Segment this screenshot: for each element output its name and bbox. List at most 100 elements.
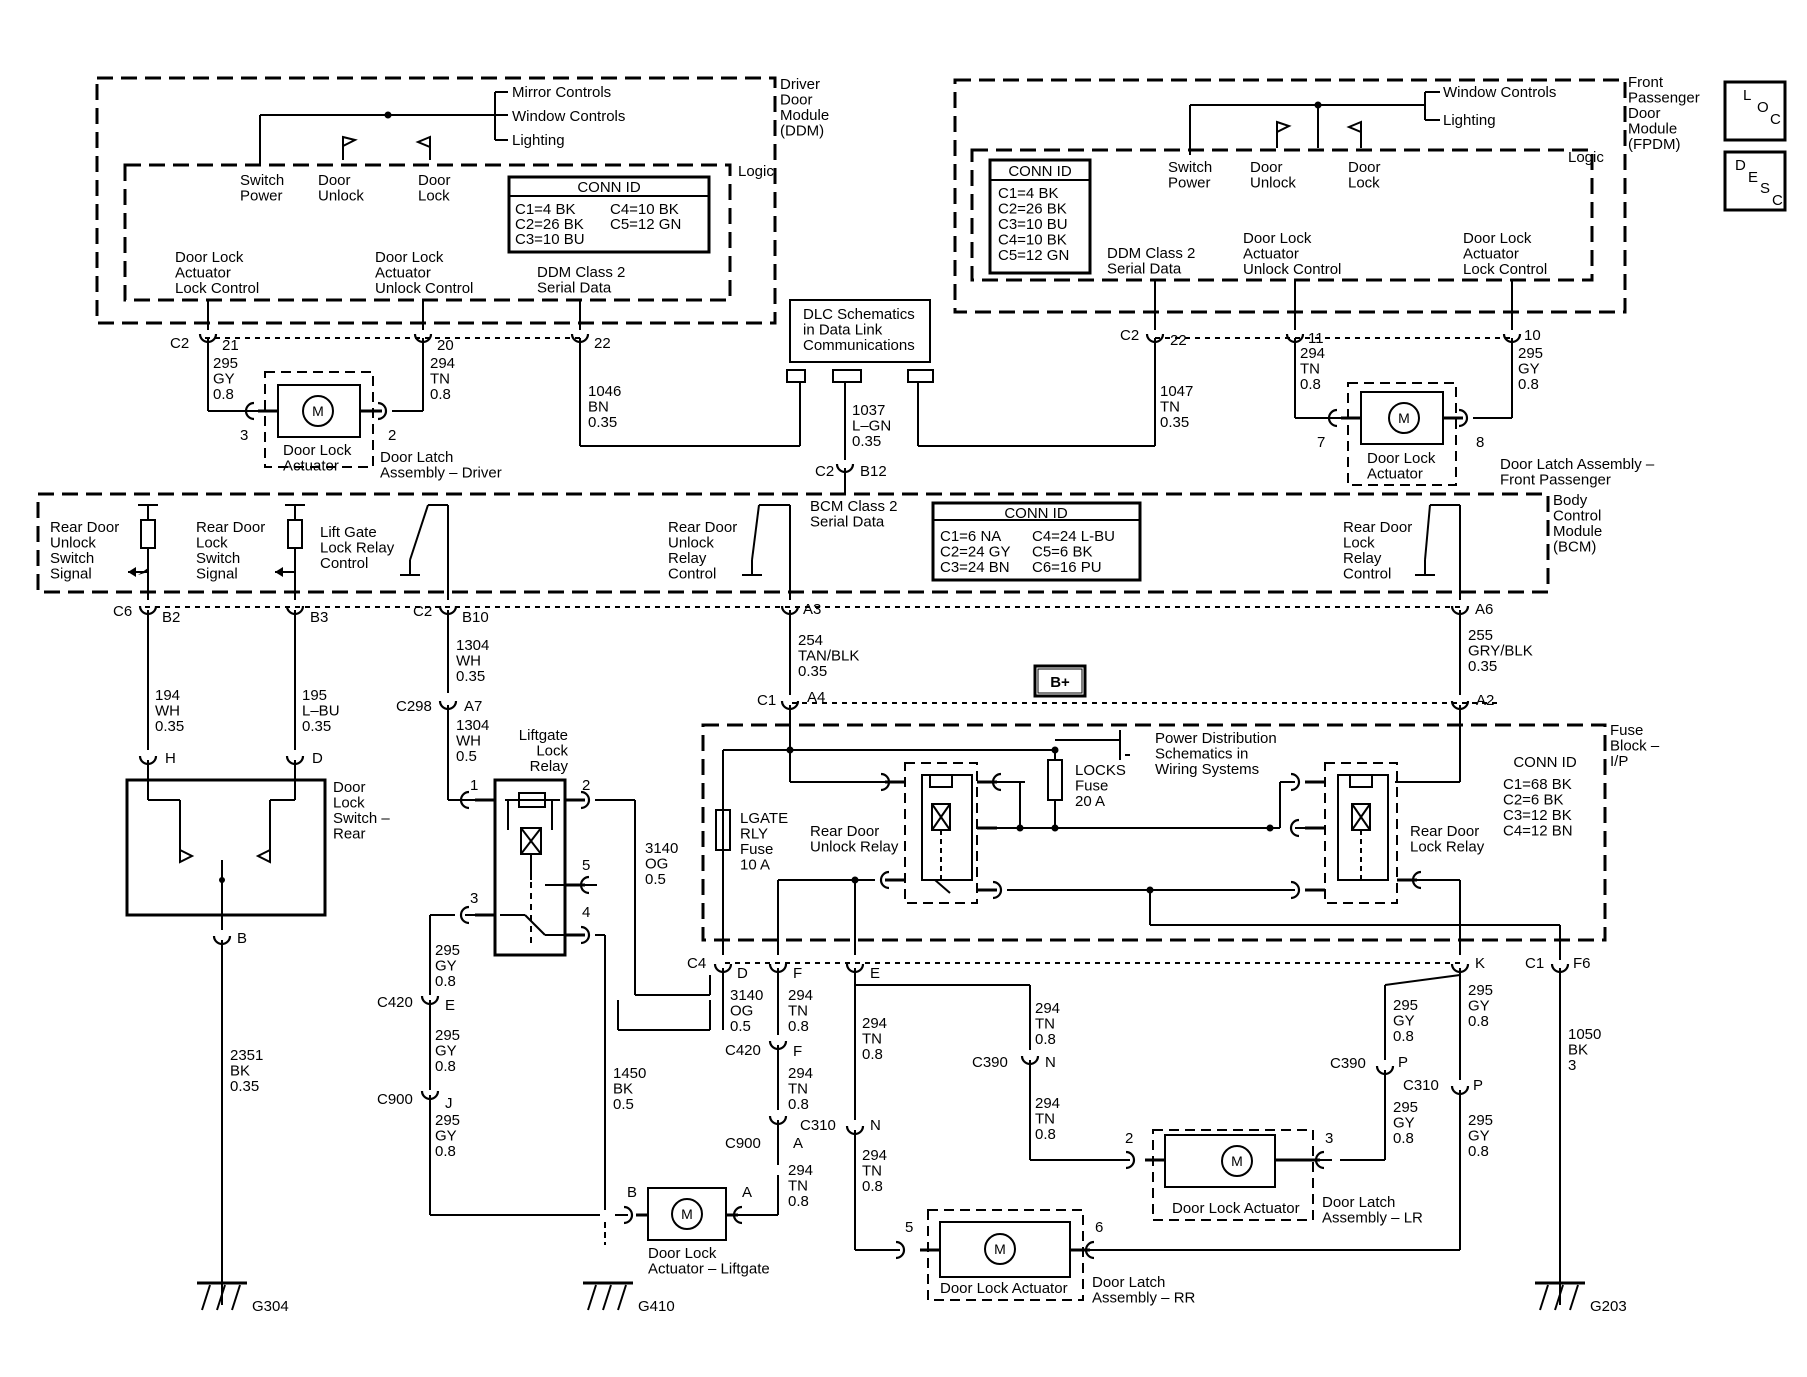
desc-box[interactable] [1723, 150, 1787, 212]
wires-w295f-line-0: 295 [1393, 997, 1418, 1014]
modules-ddm-unlock_ctrl-line-1: Actuator [375, 265, 431, 282]
modules-fpdm-conn_rows-line-0: C1=4 BK [998, 185, 1058, 202]
wires-w294g-line-0: 294 [862, 1147, 887, 1164]
conn-id-row: C2=24 GY [940, 544, 1010, 561]
components-fp_latch-line-0: Door Latch Assembly – [1500, 456, 1655, 473]
components-fp_actuator-line-0: Door Lock [1367, 450, 1436, 467]
desc-D: D [1735, 157, 1746, 174]
pins-c900_a-0: C900 [725, 1135, 761, 1152]
connector-cup [991, 772, 1002, 792]
modules-ddm-title-line-1: Door [780, 92, 813, 109]
modules-ddm-title-line-3: (DDM) [780, 123, 824, 140]
pins-c4_d-1: D [737, 965, 748, 982]
pins-c298_a7-0: C298 [396, 698, 432, 715]
wires-w295i-line-0: 295 [1468, 1112, 1493, 1129]
modules-fpdm-title-line-1: Passenger [1628, 90, 1700, 107]
components-liftgate_actuator-line-1: Actuator – Liftgate [648, 1261, 770, 1278]
liftgate-actuator-group [615, 975, 779, 1241]
wires-w295i-line-2: 0.8 [1468, 1143, 1489, 1160]
loc-L: L [1743, 87, 1751, 104]
wires-w294h-line-1: TN [1035, 1111, 1055, 1128]
driver-actuator-group [207, 345, 424, 468]
pins-a3: A3 [803, 601, 821, 618]
connector-cup [1327, 408, 1338, 428]
wires-w1050-line-2: 3 [1568, 1057, 1576, 1074]
wires-w295b-line-2: 0.8 [1518, 376, 1539, 393]
pins-c420_f-1: F [793, 1043, 802, 1060]
wires-w295c-line-2: 0.8 [435, 973, 456, 990]
pins-a2: A2 [1476, 692, 1494, 709]
pins-b3: B3 [310, 609, 328, 626]
connector-cup [1290, 772, 1301, 792]
wires-w295g-line-1: GY [1393, 1115, 1415, 1132]
pins-lr2: 2 [582, 777, 590, 794]
components-door_lock_switch-line-1: Lock [333, 795, 365, 812]
modules-fpdm-conn_title: CONN ID [1008, 163, 1072, 180]
conn-id-row: C6=16 PU [1032, 559, 1102, 576]
pins-lr_2: 2 [1125, 1130, 1133, 1147]
components-fp_latch-line-1: Front Passenger [1500, 472, 1611, 489]
fpdm-module-box [953, 78, 1627, 314]
pins-lr3: 3 [470, 890, 478, 907]
pins-e: E [870, 965, 880, 982]
components-rr_latch-line-0: Door Latch [1092, 1274, 1165, 1291]
modules-bcm-rdl_relay-line-3: Control [1343, 566, 1391, 583]
modules-bcm-rdl_relay-line-2: Relay [1343, 550, 1382, 567]
modules-fuse_block-rdu_relay-line-0: Rear Door [810, 823, 879, 840]
wires-w294e-line-2: 0.8 [788, 1193, 809, 1210]
modules-bcm-rdl_switch-line-0: Rear Door [196, 519, 265, 536]
pins-p20: 20 [437, 337, 454, 354]
modules-bcm-rdu_switch-line-1: Unlock [50, 535, 96, 552]
wires-w1050-line-0: 1050 [1568, 1026, 1601, 1043]
wires-w295h-line-2: 0.8 [1468, 1013, 1489, 1030]
loc-box[interactable] [1723, 80, 1787, 142]
modules-fuse_block-conn_rows-line-3: C4=12 BN [1503, 823, 1573, 840]
wires-w294g-line-2: 0.8 [862, 1178, 883, 1195]
pins-c390_n-0: C390 [972, 1054, 1008, 1071]
pins-rr5: 5 [905, 1219, 913, 1236]
pins-p8: 8 [1476, 434, 1484, 451]
connector-cup [244, 401, 255, 421]
wires-w3140b-line-1: OG [730, 1003, 753, 1020]
modules-fuse_block-title-line-0: Fuse [1610, 722, 1643, 739]
wires-w1046-line-2: 0.35 [588, 414, 617, 431]
modules-ddm-lock_ctrl-line-1: Actuator [175, 265, 231, 282]
modules-ddm-serial-line-0: DDM Class 2 [537, 264, 625, 281]
modules-fpdm-door_unlock-line-1: Unlock [1250, 175, 1296, 192]
wires-w2351-line-1: BK [230, 1063, 250, 1080]
modules-bcm-liftgate_relay-line-0: Lift Gate [320, 524, 377, 541]
modules-fpdm-lock_ctrl-line-1: Actuator [1463, 246, 1519, 263]
desc-E: E [1748, 169, 1758, 186]
wires-w254-line-2: 0.35 [798, 663, 827, 680]
components-drv_actuator-line-1: Actuator [283, 458, 339, 475]
components-door_lock_switch-line-0: Door [333, 779, 366, 796]
conn-id-row: C1=4 BK [515, 201, 575, 218]
bplus: B+ [1050, 674, 1070, 691]
pins-c310_n-0: C310 [800, 1117, 836, 1134]
bplus-inner [1037, 668, 1083, 694]
pins-rr6: 6 [1095, 1219, 1103, 1236]
ground-g203-icon [1535, 1281, 1585, 1311]
modules-fuse_block-power_dist-line-2: Wiring Systems [1155, 761, 1259, 778]
pins-c298_a7-1: A7 [464, 698, 482, 715]
pins-c900_a-1: A [793, 1135, 803, 1152]
modules-fpdm-lock_ctrl-line-0: Door Lock [1463, 230, 1532, 247]
modules-fpdm-serial-line-1: Serial Data [1107, 261, 1182, 278]
wires-w295e-line-0: 295 [435, 1112, 460, 1129]
components-liftgate_relay-line-2: Relay [530, 758, 569, 775]
pins-c390_n-1: N [1045, 1054, 1056, 1071]
modules-fuse_block-rdl_relay-line-0: Rear Door [1410, 823, 1479, 840]
modules-fuse_block-locks_fuse-line-0: LOCKS [1075, 762, 1126, 779]
connector-cup [459, 790, 470, 810]
pins-lr1: 1 [470, 777, 478, 794]
modules-ddm-inputs-line-0: Mirror Controls [512, 84, 611, 101]
wires-w294h-line-0: 294 [1035, 1000, 1060, 1017]
wires-w295d-line-0: 295 [435, 1027, 460, 1044]
modules-fpdm-unlock_ctrl-line-0: Door Lock [1243, 230, 1312, 247]
pins-p10: 10 [1524, 327, 1541, 344]
wires-w1450-line-2: 0.5 [613, 1096, 634, 1113]
modules-bcm-rdl_relay-line-0: Rear Door [1343, 519, 1412, 536]
ground-g304-icon [197, 1281, 247, 1311]
pins-c1_f6-1: F6 [1573, 955, 1591, 972]
